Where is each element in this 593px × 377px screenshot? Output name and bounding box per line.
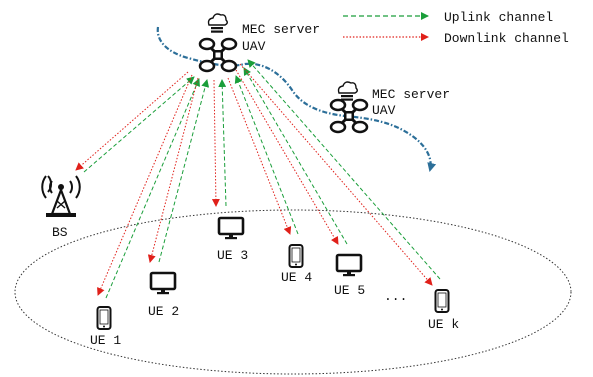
- device-ue-5: UE 5: [334, 253, 365, 298]
- monitor-icon: [335, 253, 363, 278]
- smartphone-icon: [288, 244, 304, 268]
- channel-links: [75, 59, 441, 299]
- drone-icon: [198, 37, 238, 73]
- device-label: UE 4: [281, 270, 312, 285]
- base-station-label: BS: [52, 225, 68, 240]
- uplink-uek-uav: [247, 59, 441, 280]
- downlink-uav-bs: [75, 71, 189, 171]
- device-ue-k: UE k: [428, 289, 459, 332]
- cloud-icon: [337, 81, 358, 102]
- uav-secondary-line1: MEC server: [372, 87, 450, 102]
- smartphone-icon: [434, 289, 450, 313]
- uplink-ue1-uav: [105, 78, 200, 299]
- legend: Uplink channel Downlink channel: [343, 10, 569, 46]
- downlink-uav-ue4: [227, 77, 292, 235]
- device-ue-4: UE 4: [281, 244, 312, 285]
- uav-primary-line1: MEC server: [242, 22, 320, 37]
- drone-icon: [329, 98, 369, 134]
- legend-downlink-label: Downlink channel: [444, 31, 569, 46]
- uav-secondary-line2: UAV: [372, 103, 396, 118]
- device-label: UE 2: [148, 304, 179, 319]
- monitor-icon: [149, 271, 177, 296]
- downlink-uav-ue3: [211, 79, 220, 207]
- device-ue-1: UE 1: [90, 306, 121, 348]
- uav-trajectory: [156, 26, 437, 172]
- uplink-ue2-uav: [158, 79, 210, 263]
- legend-uplink-label: Uplink channel: [444, 10, 553, 25]
- uav-secondary: MEC server UAV: [329, 81, 450, 134]
- downlink-uav-uek: [239, 63, 433, 286]
- uplink-ue4-uav: [234, 75, 299, 235]
- device-ue-2: UE 2: [148, 271, 179, 319]
- downlink-uav-ue2: [147, 77, 199, 263]
- uav-primary: MEC server UAV: [198, 13, 320, 73]
- cloud-icon: [207, 13, 228, 34]
- device-label: UE k: [428, 317, 459, 332]
- uplink-ue5-uav: [243, 67, 348, 245]
- uav-primary-line2: UAV: [242, 39, 266, 54]
- device-ue-3: UE 3: [217, 216, 248, 263]
- device-label: UE 5: [334, 283, 365, 298]
- device-label: UE 1: [90, 333, 121, 348]
- uplink-bs-uav: [83, 76, 195, 173]
- uplink-ue3-uav: [218, 79, 227, 207]
- coverage-area: [14, 209, 572, 375]
- downlink-uav-ue1: [97, 74, 193, 296]
- cell-tower-icon: [41, 175, 81, 217]
- more-devices-ellipsis: ...: [384, 289, 407, 304]
- base-station: BS: [41, 175, 81, 240]
- smartphone-icon: [96, 306, 112, 330]
- device-label: UE 3: [217, 248, 248, 263]
- downlink-uav-ue5: [235, 69, 339, 245]
- monitor-icon: [217, 216, 245, 241]
